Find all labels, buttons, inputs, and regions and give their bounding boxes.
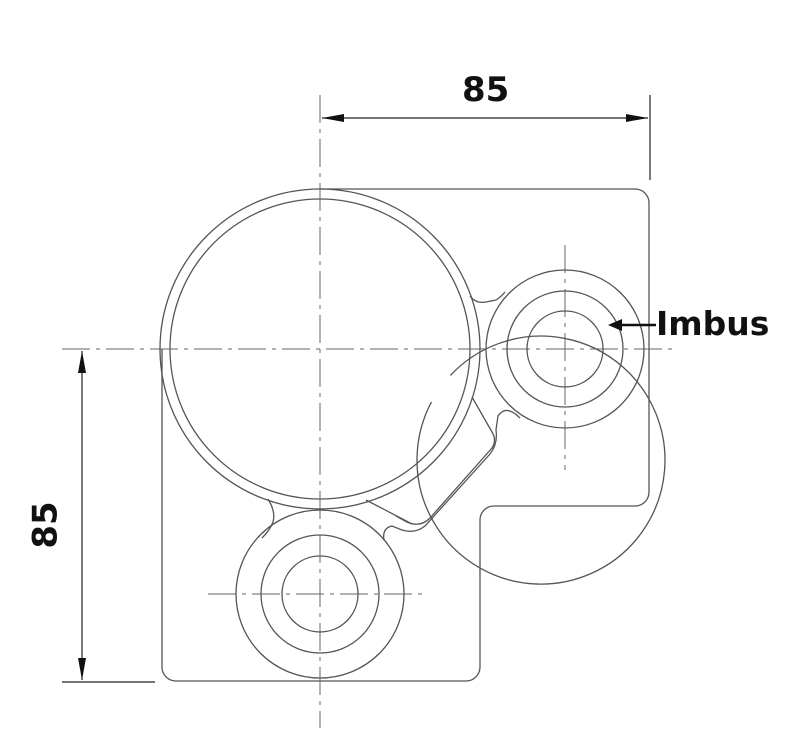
body-outline: [161, 188, 650, 682]
arrowhead-up-icon: [78, 351, 86, 373]
slot-inner-line: [383, 409, 521, 541]
dimension-label-top: 85: [462, 70, 510, 110]
arrowhead-right-icon: [626, 114, 648, 122]
slot-outer-line: [395, 396, 496, 525]
fillet-left: [261, 498, 275, 539]
imbus-arrow-icon: [608, 319, 622, 331]
socket-middle-circle: [169, 198, 471, 500]
socket-inner-arc: [416, 335, 666, 585]
bottom-boss-middle: [260, 534, 380, 654]
arrowhead-down-icon: [78, 658, 86, 680]
bottom-bolt-hole: [281, 555, 359, 633]
right-bolt-hole: [526, 310, 604, 388]
bottom-boss-outer: [235, 509, 405, 679]
slot-bottom-edge: [365, 499, 413, 525]
right-boss-middle: [506, 290, 624, 408]
imbus-label: Imbus: [656, 304, 770, 343]
dimension-label-left: 85: [25, 501, 66, 549]
right-boss-outer: [485, 269, 645, 429]
arrowhead-left-icon: [322, 114, 344, 122]
fillet-top: [469, 291, 506, 304]
socket-outer-circle: [159, 188, 481, 510]
